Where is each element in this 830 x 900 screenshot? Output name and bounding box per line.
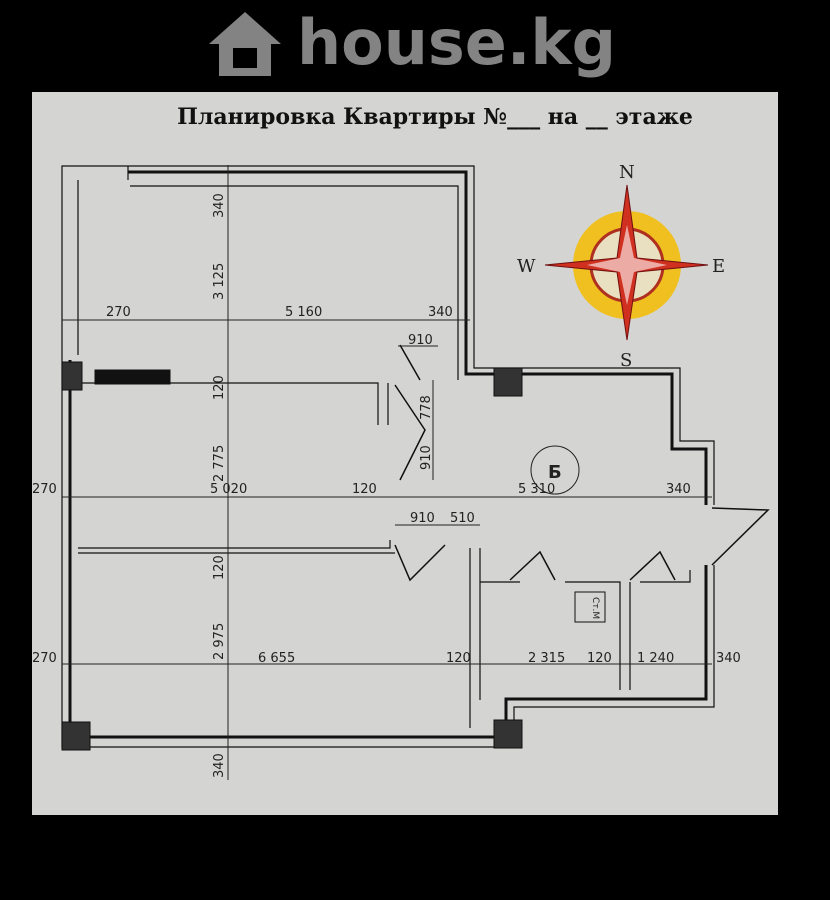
svg-text:120: 120 [587,651,612,666]
svg-text:270: 270 [106,305,131,320]
svg-text:340: 340 [212,753,227,778]
svg-text:W: W [517,256,536,277]
compass-rose-icon: N S W E [517,162,725,371]
svg-text:270: 270 [32,651,57,666]
svg-text:120: 120 [446,651,471,666]
closet-label: Ст.М [590,597,600,619]
svg-text:340: 340 [428,305,453,320]
svg-text:778: 778 [419,395,434,420]
plan-title: Планировка Квартиры №___ на __ этаже [177,104,693,130]
dimension-lines [62,165,712,780]
floor-plan-sheet [32,92,778,815]
svg-text:340: 340 [212,193,227,218]
svg-text:3 125: 3 125 [212,263,227,300]
svg-text:910: 910 [410,511,435,526]
watermark: house.kg [205,0,616,85]
svg-text:1 240: 1 240 [637,651,674,666]
svg-text:5 160: 5 160 [285,305,322,320]
svg-text:120: 120 [352,482,377,497]
svg-text:340: 340 [716,651,741,666]
svg-text:5 310: 5 310 [518,482,555,497]
svg-text:270: 270 [32,482,57,497]
svg-text:5 020: 5 020 [210,482,247,497]
svg-text:2 975: 2 975 [212,623,227,660]
svg-text:2 315: 2 315 [528,651,565,666]
svg-text:Б: Б [548,462,562,483]
dimension-labels: 270 5 160 340 270 5 020 120 5 310 340 27… [32,193,741,778]
watermark-text: house.kg [297,6,616,79]
svg-text:2 775: 2 775 [212,445,227,482]
house-icon [209,11,281,76]
svg-text:340: 340 [666,482,691,497]
svg-text:6 655: 6 655 [258,651,295,666]
svg-text:910: 910 [408,333,433,348]
svg-text:S: S [620,350,632,371]
room-marker: Б [530,445,580,495]
svg-text:E: E [712,256,725,277]
svg-text:N: N [619,162,635,183]
svg-text:910: 910 [419,445,434,470]
svg-text:510: 510 [450,511,475,526]
walls [61,165,770,751]
svg-text:120: 120 [212,555,227,580]
svg-text:120: 120 [212,375,227,400]
